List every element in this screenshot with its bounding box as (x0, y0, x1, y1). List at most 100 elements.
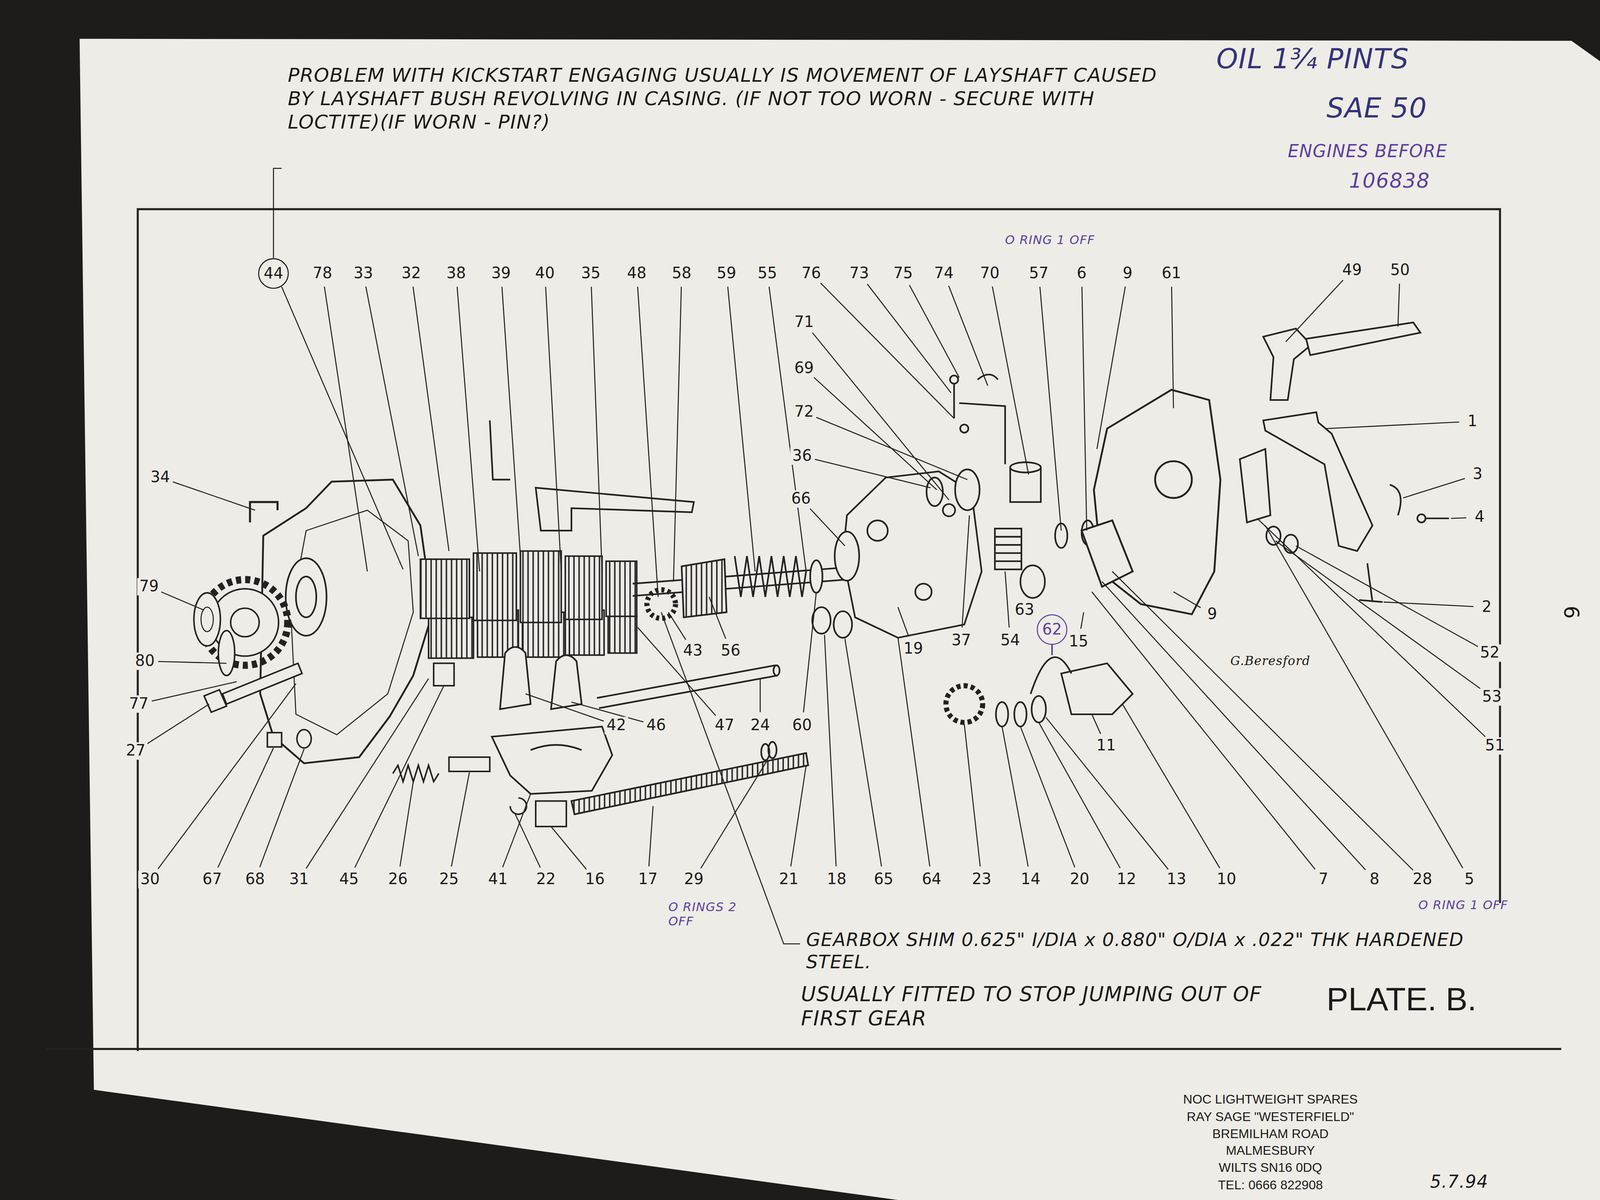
mainshaft (734, 555, 806, 597)
selector-parts (768, 741, 777, 758)
leader-line (1096, 286, 1125, 449)
kickstart-parts (977, 374, 998, 380)
leader-line (1001, 726, 1029, 867)
callout-number: 5 (1462, 871, 1477, 889)
levers (1389, 484, 1401, 516)
callout-number: 1 (1465, 412, 1480, 431)
callout-number: 41 (486, 871, 510, 889)
gearbox-shell (250, 501, 278, 523)
handwritten-note: PROBLEM WITH KICKSTART ENGAGING USUALLY … (287, 63, 1186, 133)
printed-text: NOC LIGHTWEIGHT SPARES (1182, 1092, 1358, 1108)
leader-line (354, 685, 444, 868)
callout-number: 49 (1340, 261, 1364, 280)
plate-caption: PLATE. B. (1326, 979, 1477, 1020)
callout-number: 78 (310, 264, 335, 283)
leader-line (1051, 644, 1053, 656)
kickstart-parts (1020, 565, 1045, 599)
leader-line (1173, 591, 1201, 608)
leader-line (948, 285, 988, 386)
callout-number: 45 (337, 871, 361, 889)
leader-line (803, 591, 817, 713)
leader-line (909, 284, 960, 378)
callout-number: 43 (680, 642, 705, 660)
leader-line (259, 748, 305, 868)
callout-number: 59 (714, 264, 739, 283)
handwritten-note: O RINGS 2 OFF (668, 900, 740, 930)
leader-line (1398, 283, 1400, 327)
callout-number: 2 (1479, 598, 1494, 616)
gear-clusters (605, 561, 637, 617)
callout-number: 17 (636, 871, 660, 889)
callout-number: 27 (123, 742, 148, 760)
leader-line (668, 612, 686, 640)
callout-number: 18 (825, 871, 849, 889)
callout-number: 35 (578, 264, 603, 283)
gear-clusters (428, 617, 474, 659)
handwritten-note: ENGINES BEFORE (1287, 140, 1513, 162)
outer-cover (1081, 389, 1221, 615)
callout-number: 66 (789, 490, 813, 508)
callout-number: 62 (1042, 621, 1062, 638)
outer-cover (1081, 520, 1133, 587)
callout-number: 64 (919, 871, 944, 889)
handwritten-note: SAE 50 (1326, 91, 1531, 125)
leader-line (1383, 601, 1474, 607)
callout-number: 57 (1026, 264, 1051, 283)
leader-line (501, 286, 521, 557)
callout-number: 79 (137, 578, 161, 596)
leader-line (824, 634, 837, 867)
callout-number: 25 (437, 871, 461, 889)
leader-line (1326, 422, 1460, 429)
mainshaft (681, 559, 727, 618)
leader-line (1046, 717, 1169, 870)
callout-number: 68 (243, 871, 267, 889)
leader-line (1265, 525, 1464, 868)
sprocket (194, 592, 221, 647)
leader-line (1122, 703, 1220, 868)
leader-line (964, 724, 981, 867)
leader-line (1296, 546, 1479, 647)
callout-number: 20 (1067, 871, 1092, 889)
kickstart-parts (953, 382, 1006, 465)
page-number: 6 (1559, 605, 1584, 619)
callout-number: 24 (748, 716, 772, 735)
leader-line (1101, 581, 1366, 870)
callout-number: 67 (200, 871, 224, 889)
bolts-washers (433, 663, 454, 686)
callout-number: 13 (1164, 871, 1189, 889)
quadrant-parts (946, 657, 1133, 727)
selector-parts (500, 646, 531, 710)
bolts-washers (296, 729, 312, 749)
leader-line (305, 678, 429, 869)
leader-line (324, 286, 368, 572)
levers (1417, 514, 1426, 523)
levers (1263, 412, 1373, 552)
paper-sheet (79, 38, 1600, 1200)
gearbox-shell (296, 576, 317, 618)
leader-line (1038, 722, 1121, 869)
levers (1239, 322, 1449, 603)
callout-number: 76 (799, 264, 824, 283)
leader-line (1451, 517, 1467, 519)
levers (1425, 517, 1449, 520)
leader-line (451, 772, 470, 867)
leader-line (1285, 280, 1344, 343)
bolts-washers (448, 757, 490, 772)
quadrant-parts (1014, 701, 1027, 727)
callout-number: 36 (790, 447, 814, 466)
inner-cover (915, 583, 932, 600)
leader-line (172, 481, 256, 510)
callout-number: 70 (978, 264, 1002, 283)
bolts-washers (267, 732, 282, 747)
kickstart-parts (926, 374, 1095, 599)
leader-line (1257, 518, 1486, 737)
printed-text: WILTS SN16 0DQ (1218, 1160, 1322, 1177)
printed-text: TEL: 0666 822908 (1217, 1178, 1324, 1194)
inner-cover (833, 611, 852, 638)
callout-number: 22 (534, 871, 558, 889)
leader-line (992, 286, 1029, 475)
callout-number: 21 (776, 871, 801, 889)
gearbox-shell (285, 558, 327, 636)
callout-number: 75 (891, 264, 915, 283)
